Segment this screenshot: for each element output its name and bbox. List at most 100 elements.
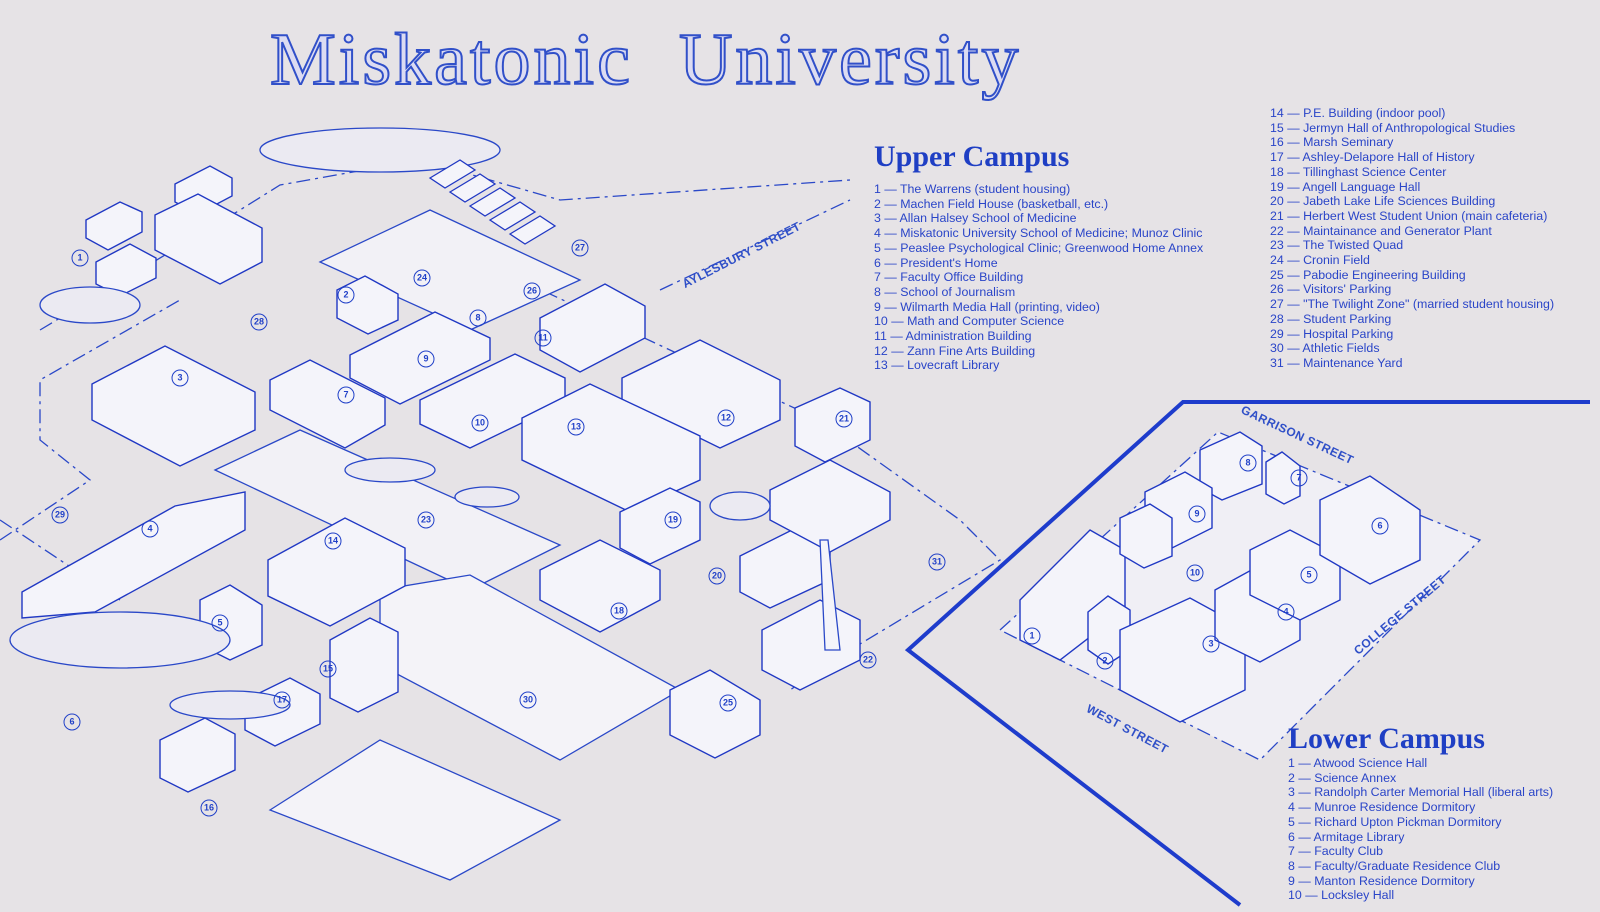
upper-campus-legend: Upper Campus 1 — The Warrens (student ho… — [874, 140, 1203, 373]
map-marker[interactable]: 10 — [471, 414, 489, 432]
map-marker[interactable]: 14 — [324, 532, 342, 550]
map-marker[interactable]: 22 — [859, 651, 877, 669]
map-marker[interactable]: 6 — [63, 713, 81, 731]
legend-dash: — — [1283, 208, 1304, 223]
map-marker[interactable]: 2 — [337, 286, 355, 304]
map-marker[interactable]: 5 — [211, 614, 229, 632]
map-marker[interactable]: 3 — [171, 369, 189, 387]
legend-item-label: Faculty Club — [1314, 844, 1384, 859]
legend-item-number: 1 — [874, 182, 881, 196]
legend-item-label: Ashley-Delapore Hall of History — [1302, 150, 1475, 165]
map-marker[interactable]: 29 — [51, 506, 69, 524]
legend-item: 4 — Miskatonic University School of Medi… — [874, 226, 1203, 241]
legend-item-label: Munroe Residence Dormitory — [1314, 800, 1476, 815]
legend-item-number: 3 — [874, 211, 881, 226]
legend-item-label: "The Twilight Zone" (married student hou… — [1303, 297, 1555, 312]
legend-item: 22 — Maintainance and Generator Plant — [1270, 224, 1554, 239]
legend-dash: — — [1294, 814, 1315, 829]
map-marker[interactable]: 8 — [469, 309, 487, 327]
legend-item-number: 9 — [874, 299, 881, 314]
map-marker[interactable]: 26 — [523, 282, 541, 300]
map-marker[interactable]: 15 — [319, 660, 337, 678]
legend-item-label: Math and Computer Science — [907, 314, 1065, 329]
legend-dash: — — [1283, 326, 1304, 341]
legend-item-number: 6 — [1288, 829, 1295, 844]
legend-item: 10 — Locksley Hall — [1288, 888, 1553, 903]
legend-item-label: Allan Halsey School of Medicine — [899, 211, 1077, 226]
legend-item: 14 — P.E. Building (indoor pool) — [1270, 106, 1554, 121]
map-marker[interactable]: 27 — [571, 239, 589, 257]
legend-item: 19 — Angell Language Hall — [1270, 180, 1554, 195]
legend-dash: — — [1294, 829, 1314, 844]
legend-item-label: Lovecraft Library — [907, 358, 1000, 373]
legend-item-number: 20 — [1270, 194, 1284, 209]
legend-item-label: Cronin Field — [1303, 253, 1370, 268]
map-marker[interactable]: 13 — [567, 418, 585, 436]
map-marker[interactable]: 2 — [1096, 652, 1114, 670]
legend-item-label: Atwood Science Hall — [1313, 756, 1428, 770]
map-marker[interactable]: 10 — [1186, 564, 1204, 582]
legend-item-number: 10 — [874, 314, 888, 329]
legend-item-number: 6 — [874, 255, 881, 270]
map-marker[interactable]: 8 — [1239, 454, 1257, 472]
legend-item-label: Randolph Carter Memorial Hall (liberal a… — [1314, 785, 1554, 800]
legend-item: 16 — Marsh Seminary — [1270, 135, 1554, 150]
map-marker[interactable]: 28 — [250, 313, 268, 331]
map-marker[interactable]: 20 — [708, 567, 726, 585]
legend-dash: — — [1283, 150, 1303, 165]
legend-item-label: Athletic Fields — [1302, 341, 1380, 356]
athletic-fields-2 — [268, 739, 562, 881]
legend-item: 1 — Atwood Science Hall — [1288, 756, 1553, 771]
map-marker[interactable]: 19 — [664, 511, 682, 529]
map-marker[interactable]: 1 — [71, 249, 89, 267]
legend-item-number: 8 — [1288, 858, 1295, 873]
map-marker[interactable]: 30 — [519, 691, 537, 709]
map-marker[interactable]: 11 — [534, 329, 552, 347]
legend-item: 7 — Faculty Club — [1288, 844, 1553, 859]
legend-item-number: 18 — [1270, 164, 1284, 179]
legend-dash: — — [887, 343, 908, 358]
map-marker[interactable]: 3 — [1202, 635, 1220, 653]
map-marker[interactable]: 7 — [1290, 469, 1308, 487]
map-marker[interactable]: 25 — [719, 694, 737, 712]
map-marker[interactable]: 24 — [413, 269, 431, 287]
legend-item-label: Hospital Parking — [1303, 326, 1394, 341]
legend-item: 2 — Science Annex — [1288, 771, 1553, 786]
map-marker[interactable]: 18 — [610, 602, 628, 620]
map-marker[interactable]: 9 — [1188, 505, 1206, 523]
legend-item-label: Angell Language Hall — [1302, 179, 1421, 194]
legend-item: 23 — The Twisted Quad — [1270, 238, 1554, 253]
map-marker[interactable]: 1 — [1023, 627, 1041, 645]
legend-item-number: 5 — [1288, 814, 1295, 829]
map-marker[interactable]: 17 — [273, 691, 291, 709]
legend-item-label: The Twisted Quad — [1302, 238, 1404, 253]
map-marker[interactable]: 4 — [1277, 603, 1295, 621]
legend-item-label: Pabodie Engineering Building — [1303, 267, 1466, 282]
legend-item: 3 — Randolph Carter Memorial Hall (liber… — [1288, 785, 1553, 800]
legend-item: 21 — Herbert West Student Union (main ca… — [1270, 209, 1554, 224]
legend-item-number: 11 — [874, 329, 887, 344]
lower-campus-border — [904, 400, 1590, 907]
upper-campus-list-part1: 1 — The Warrens (student housing)2 — Mac… — [874, 182, 1203, 373]
legend-dash: — — [880, 299, 901, 314]
map-marker[interactable]: 31 — [928, 553, 946, 571]
legend-item: 25 — Pabodie Engineering Building — [1270, 268, 1554, 283]
legend-item: 30 — Athletic Fields — [1270, 341, 1554, 356]
legend-item-number: 7 — [1288, 844, 1295, 859]
map-marker[interactable]: 6 — [1371, 517, 1389, 535]
legend-item: 10 — Math and Computer Science — [874, 314, 1203, 329]
map-marker[interactable]: 21 — [835, 410, 853, 428]
map-marker[interactable]: 4 — [141, 520, 159, 538]
map-marker[interactable]: 7 — [337, 386, 355, 404]
legend-item-number: 22 — [1270, 223, 1284, 238]
upper-campus-heading: Upper Campus — [874, 140, 1070, 173]
legend-item-number: 26 — [1270, 282, 1284, 297]
map-marker[interactable]: 12 — [717, 409, 735, 427]
map-marker[interactable]: 16 — [200, 799, 218, 817]
map-marker[interactable]: 23 — [417, 511, 435, 529]
map-marker[interactable]: 5 — [1300, 566, 1318, 584]
map-marker[interactable]: 9 — [417, 350, 435, 368]
legend-item-label: Faculty/Graduate Residence Club — [1314, 858, 1501, 873]
